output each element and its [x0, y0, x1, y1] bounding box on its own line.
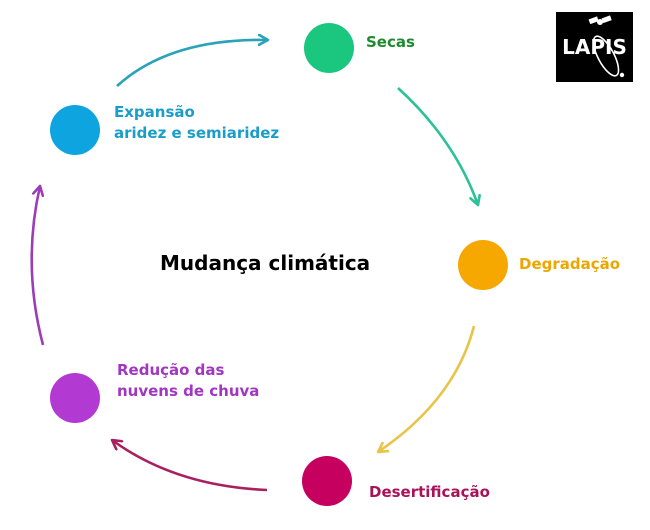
arrow-expansao-to-secas — [116, 40, 268, 87]
arrow-degradacao-to-desertificacao — [378, 325, 476, 452]
node-desertificacao-label-line: Desertificação — [369, 483, 490, 501]
node-degradacao-label-line: Degradação — [519, 255, 621, 273]
arrow-desertificacao-to-reducao — [112, 440, 268, 492]
arrow-reducao-to-expansao — [30, 186, 45, 346]
node-desertificacao-label: Desertificação — [369, 482, 490, 503]
node-reducao-label-line-1: Redução das — [117, 361, 225, 379]
node-reducao-label: Redução das nuvens de chuva — [117, 360, 259, 402]
node-expansao-label: Expansão aridez e semiaridez — [114, 102, 279, 144]
lapis-logo: LAPIS — [556, 12, 633, 82]
satellite-icon — [588, 15, 625, 78]
node-secas-label-line: Secas — [366, 33, 415, 51]
node-secas-circle — [304, 23, 354, 73]
node-degradacao-label: Degradação — [519, 254, 620, 275]
node-reducao-label-line-2: nuvens de chuva — [117, 382, 260, 400]
node-expansao-label-line-2: aridez e semiaridez — [114, 124, 280, 142]
node-reducao-circle — [50, 373, 100, 423]
arrow-secas-to-degradacao — [397, 87, 478, 205]
node-desertificacao-circle — [302, 456, 352, 506]
node-secas-label: Secas — [366, 32, 415, 53]
logo-text: LAPIS — [562, 35, 627, 59]
node-expansao-label-line-1: Expansão — [114, 103, 195, 121]
node-expansao-circle — [50, 105, 100, 155]
center-title: Mudança climática — [160, 251, 371, 275]
node-degradacao-circle — [458, 240, 508, 290]
